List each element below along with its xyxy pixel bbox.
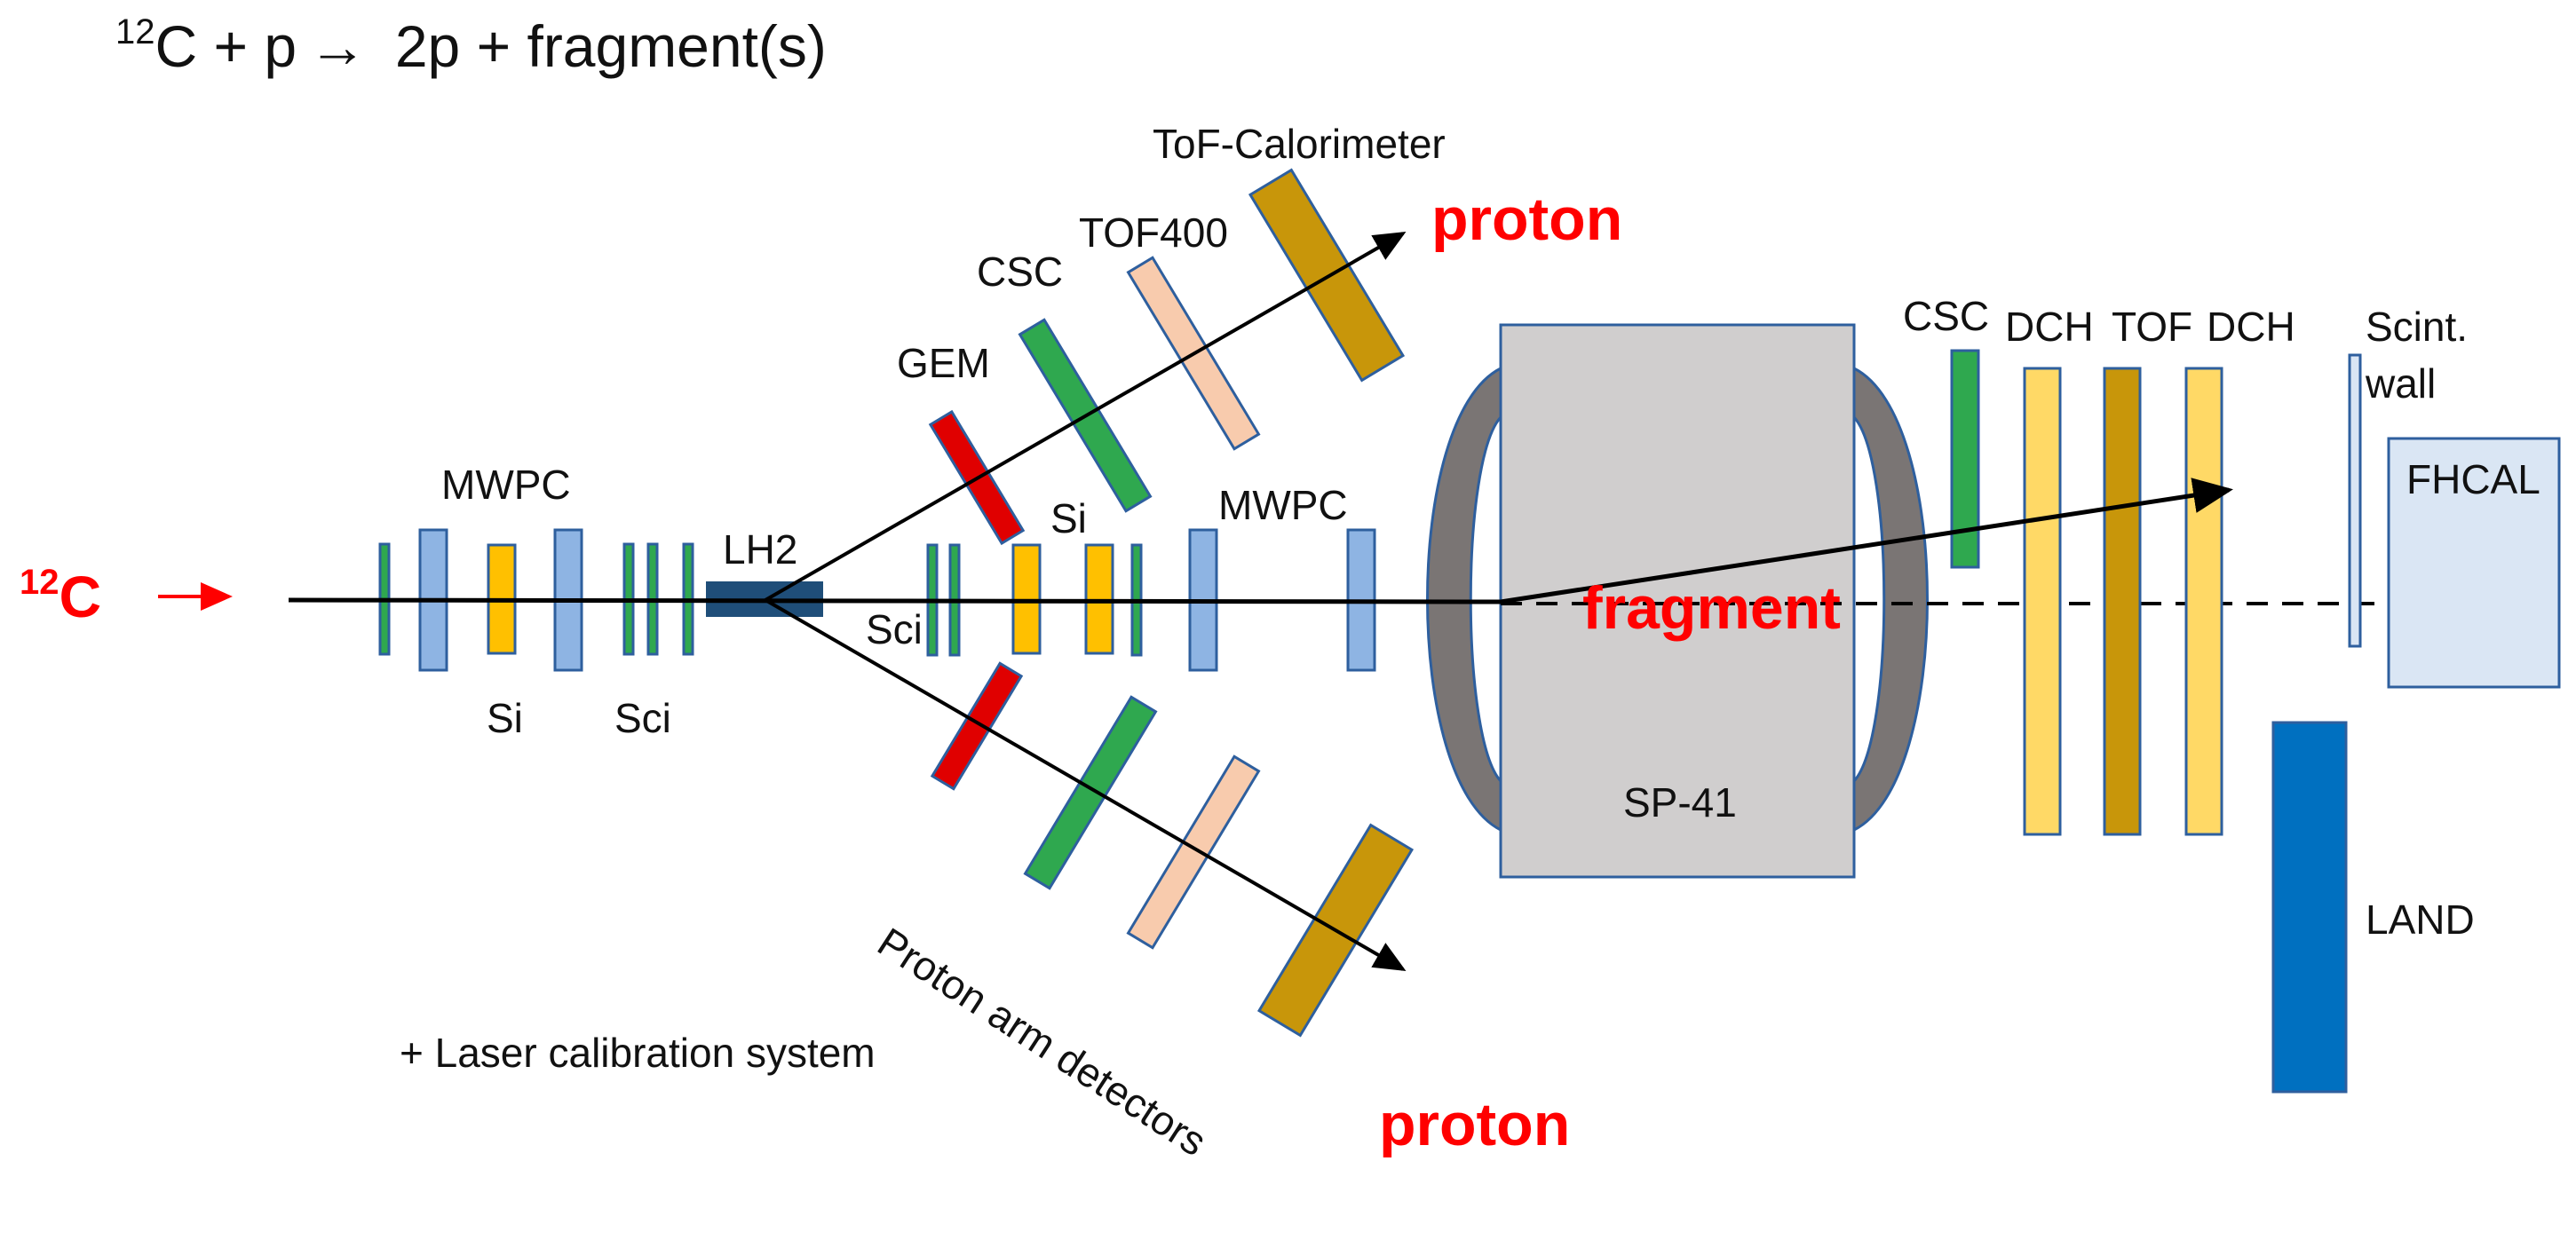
label-mwpc-right: MWPC xyxy=(1218,482,1348,528)
label-gem: GEM xyxy=(897,340,990,386)
tof400-lower xyxy=(1126,754,1261,950)
csc-lower xyxy=(1023,695,1158,890)
magnet-yoke-left xyxy=(1426,366,1502,833)
fragment-track xyxy=(1500,478,2233,604)
label-lh2: LH2 xyxy=(723,526,797,573)
csc-right xyxy=(1950,349,1980,569)
land xyxy=(2271,721,2348,1094)
label-land: LAND xyxy=(2366,897,2475,943)
dch-2 xyxy=(2184,367,2223,836)
dch-1 xyxy=(2023,367,2062,836)
label-fragment: fragment xyxy=(1582,574,1841,642)
beam-track xyxy=(288,597,1502,604)
label-scint-wall-line2: wall xyxy=(2365,360,2436,407)
label-proton-top: proton xyxy=(1431,186,1622,253)
label-csc-right: CSC xyxy=(1903,293,1989,339)
reaction-title: 12C + p → 2p + fragment(s) xyxy=(115,12,827,79)
label-sp41: SP-41 xyxy=(1623,779,1737,825)
label-tof-right: TOF xyxy=(2112,304,2192,350)
label-si-arm: Si xyxy=(1050,495,1087,541)
label-sci-left: Sci xyxy=(614,695,671,741)
label-fhcal: FHCAL xyxy=(2406,456,2540,502)
tof-calorimeter-upper xyxy=(1248,168,1406,383)
tof-right xyxy=(2103,367,2142,836)
proton-track-upper xyxy=(765,232,1407,602)
label-laser: + Laser calibration system xyxy=(400,1030,876,1076)
label-sci-arm: Sci xyxy=(866,606,923,652)
label-proton-arm: Proton arm detectors xyxy=(870,919,1216,1165)
scint-wall xyxy=(2348,353,2362,648)
label-csc-arm: CSC xyxy=(977,249,1063,295)
label-scint-wall-line1: Scint. xyxy=(2366,304,2468,350)
label-tof-calorimeter: ToF-Calorimeter xyxy=(1153,121,1446,167)
label-dch-1: DCH xyxy=(2005,304,2094,350)
label-tof400: TOF400 xyxy=(1079,209,1228,256)
label-proton-bottom: proton xyxy=(1379,1091,1570,1158)
label-dch-2: DCH xyxy=(2207,304,2295,350)
label-mwpc-left: MWPC xyxy=(441,462,571,508)
beam-label: 12C xyxy=(20,563,101,629)
magnet-sp41-body xyxy=(1499,323,1856,879)
gem-lower xyxy=(930,661,1024,791)
magnet-yoke-right xyxy=(1852,366,1929,833)
proton-track-lower xyxy=(764,598,1407,972)
fhcal xyxy=(2387,437,2561,689)
label-si-left: Si xyxy=(487,695,523,741)
